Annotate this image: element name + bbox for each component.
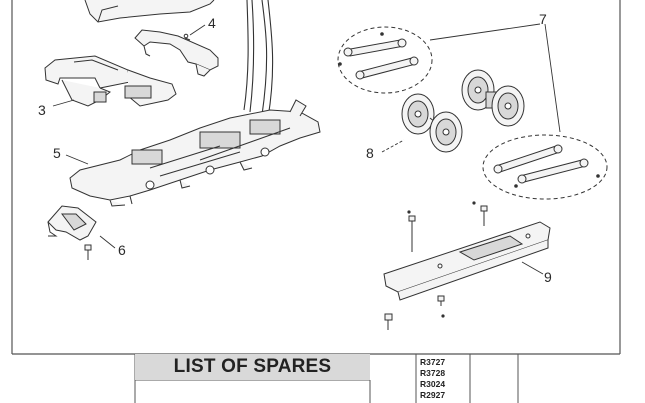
callout-6: 6	[118, 242, 126, 258]
cover-bracket-part-4	[134, 29, 219, 77]
leader-6	[99, 235, 116, 249]
chassis-part-5	[69, 99, 321, 207]
callout-5: 5	[53, 145, 61, 161]
motor-bracket-part-3	[44, 55, 177, 107]
wheelsets-part-8	[401, 69, 525, 153]
leader-3	[52, 99, 75, 107]
coupling-rods-part-7-top	[337, 26, 433, 94]
part-codes-column: R3727 R3728 R3024 R2927	[420, 357, 468, 401]
leader-4	[189, 24, 206, 36]
callout-9: 9	[544, 269, 552, 285]
callout-4: 4	[208, 15, 216, 31]
callout-8: 8	[366, 145, 374, 161]
callout-3: 3	[38, 102, 46, 118]
screws-part-9	[384, 205, 488, 330]
part-code: R3727	[420, 357, 446, 367]
part-code: R2927	[420, 390, 446, 400]
coupling-part-6	[47, 205, 97, 241]
part-code: R3024	[420, 379, 446, 389]
leader-7	[429, 23, 561, 133]
body-part-top	[84, 0, 215, 23]
coupling-rods-part-7-bottom	[482, 134, 608, 200]
leader-8	[381, 139, 405, 153]
leader-5	[65, 154, 89, 165]
callout-7: 7	[539, 11, 547, 27]
screw-part-6	[84, 244, 92, 260]
wires	[243, 0, 274, 119]
list-of-spares-heading: LIST OF SPARES	[135, 354, 370, 380]
screw-dots	[407, 201, 476, 318]
base-plate-part-9	[383, 221, 551, 301]
leader-9	[521, 261, 544, 275]
part-code: R3728	[420, 368, 446, 378]
